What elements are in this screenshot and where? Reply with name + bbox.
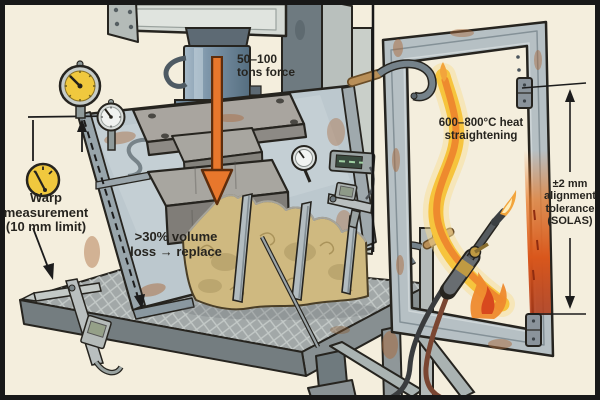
force-label: 50–100 tons force: [237, 52, 296, 80]
digital-readout: [328, 149, 376, 175]
hinge-screw: [522, 83, 527, 87]
alignment-measure-line: [521, 82, 587, 315]
dial-indicator-large: [58, 60, 102, 119]
panel-cable: [126, 137, 151, 178]
hinge-screw: [531, 337, 536, 341]
torch-lever: [474, 242, 489, 254]
rust-patch: [396, 255, 404, 275]
cylinder-fitting: [249, 85, 262, 96]
cut-sheet-lip: [182, 194, 367, 243]
bolt: [114, 21, 120, 27]
press-beam-recess: [127, 8, 277, 31]
edge-caliper: [327, 181, 373, 229]
bolt-hole: [290, 119, 298, 125]
digital-caliper: [19, 278, 124, 376]
rust-patch: [84, 236, 100, 268]
hinge-bottom: [525, 313, 542, 347]
panel-stiffeners: [232, 192, 359, 303]
bolt: [517, 68, 521, 72]
bolt-hole: [148, 113, 156, 119]
torch-brass-band: [455, 258, 474, 278]
panel-bottom-edge: [132, 297, 195, 320]
rust-patch: [534, 50, 542, 70]
torch-hose-red: [423, 290, 452, 400]
clamp-body: [377, 60, 436, 100]
bolt-hole: [161, 133, 169, 139]
gauge-needle: [298, 150, 305, 159]
dial-ticks: [101, 106, 121, 128]
cylinder-handle: [163, 55, 188, 89]
caliper-depth-rod: [94, 361, 123, 375]
bolt: [127, 9, 133, 15]
up-arrowhead: [565, 89, 575, 102]
press-end-bracket: [107, 1, 139, 43]
bolt: [128, 24, 134, 30]
warp-gauge-icon: [25, 162, 61, 198]
edge-instruments: [291, 145, 376, 229]
alignment-tolerance-label: ±2 mm alignment tolerance (SOLAS): [544, 178, 596, 227]
bolt: [516, 55, 520, 59]
rust-patch: [393, 39, 403, 57]
volume-loss-label: >30% volume loss → replace: [130, 229, 222, 259]
dial-indicator-small: [96, 99, 126, 151]
hinge-screw: [531, 319, 536, 323]
mineral-wool-core: [182, 192, 378, 349]
force-arrowhead: [200, 168, 234, 206]
rust-patch: [450, 29, 474, 37]
frame-profile-line: [390, 30, 545, 346]
up-arrowhead: [77, 119, 87, 132]
bolt: [113, 7, 119, 13]
panel-left-rim: [77, 111, 146, 311]
bolt-hole: [276, 98, 284, 104]
edge-caliper-screen: [338, 185, 355, 198]
torch-flame: [500, 190, 517, 216]
rust-patch: [392, 148, 400, 172]
caliper-display-screen: [86, 320, 107, 338]
probe-rod: [261, 236, 319, 348]
hinge-top: [516, 77, 533, 109]
rust-patch: [488, 339, 512, 349]
dashed-line-arrowhead: [134, 294, 145, 309]
rust-patch: [327, 118, 345, 146]
caliper-thumbwheel: [68, 284, 76, 292]
flame-tip: [440, 62, 447, 82]
dial-ticks: [64, 70, 96, 102]
tick-top: [521, 82, 587, 89]
torch-hose-black: [386, 285, 447, 400]
rust-patch: [138, 283, 166, 297]
dashed-edge-line: [83, 119, 141, 305]
heat-straightening-label: 600–800°C heat straightening: [438, 117, 524, 142]
hinge-screw: [522, 99, 527, 103]
down-arrowhead: [43, 263, 54, 280]
force-arrow: [200, 56, 234, 206]
down-arrowhead: [565, 296, 575, 309]
heated-stile-glow: [524, 150, 551, 315]
warp-measurement-label: Warp measurement (10 mm limit): [3, 190, 89, 235]
gas-torch: [386, 190, 517, 400]
panel-side-rod: [95, 171, 151, 190]
icon-needle: [34, 170, 46, 191]
